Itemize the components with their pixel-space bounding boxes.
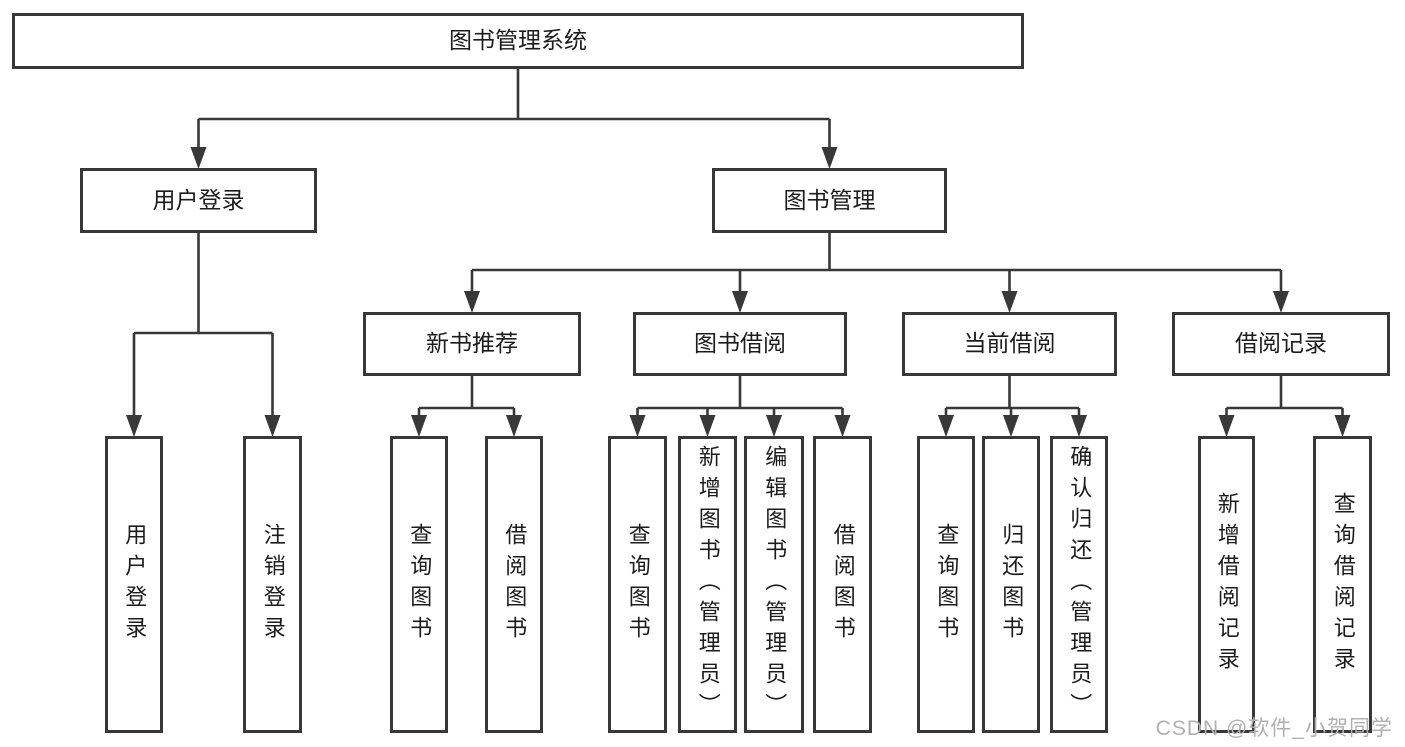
leaf-recommend-borrow-books-label: 借阅图书	[502, 522, 528, 647]
leaf-current-query-books-label: 查询图书	[934, 522, 960, 647]
node-current-borrowing: 当前借阅	[902, 312, 1117, 376]
leaf-recommend-borrow-books: 借阅图书	[485, 436, 543, 733]
connector-book-management-branch	[464, 233, 1289, 313]
node-library-system-label: 图书管理系统	[449, 27, 587, 54]
leaf-borrowing-query-books-label: 查询图书	[625, 522, 651, 647]
leaf-borrowing-add-books: 新增图书（管理员）	[678, 436, 737, 733]
leaf-borrowing-query-books: 查询图书	[608, 436, 667, 733]
leaf-recommend-query-books-label: 查询图书	[407, 522, 433, 647]
node-library-system: 图书管理系统	[12, 13, 1024, 69]
leaf-current-return-books-label: 归还图书	[999, 522, 1025, 647]
node-book-borrowing-label: 图书借阅	[694, 330, 786, 357]
node-new-book-recommend: 新书推荐	[363, 312, 581, 376]
node-current-borrowing-label: 当前借阅	[963, 330, 1056, 357]
leaf-borrowing-borrow-books-label: 借阅图书	[830, 522, 856, 647]
leaf-current-confirm-return: 确认归还（管理员）	[1050, 436, 1108, 733]
leaf-records-add-record: 新增借阅记录	[1198, 436, 1255, 733]
node-book-borrowing: 图书借阅	[633, 312, 847, 376]
leaf-borrowing-edit-books-label: 编辑图书（管理员）	[762, 445, 788, 724]
leaf-logout-label: 注销登录	[260, 522, 286, 647]
leaf-records-add-record-label: 新增借阅记录	[1214, 491, 1240, 678]
leaf-recommend-query-books: 查询图书	[390, 436, 448, 733]
leaf-borrowing-add-books-label: 新增图书（管理员）	[695, 445, 721, 724]
node-new-book-recommend-label: 新书推荐	[426, 330, 518, 357]
connector-user-login-branch	[126, 233, 281, 437]
leaf-borrowing-borrow-books: 借阅图书	[813, 436, 872, 733]
leaf-user-login: 用户登录	[105, 436, 163, 733]
connector-borrowing-records-branch	[1218, 376, 1351, 437]
node-book-management-label: 图书管理	[783, 186, 876, 213]
node-user-login: 用户登录	[80, 168, 317, 233]
leaf-borrowing-edit-books: 编辑图书（管理员）	[744, 436, 804, 733]
node-book-management: 图书管理	[712, 168, 947, 233]
leaf-logout: 注销登录	[243, 436, 302, 733]
leaf-current-return-books: 归还图书	[982, 436, 1040, 733]
leaf-current-confirm-return-label: 确认归还（管理员）	[1067, 445, 1093, 724]
connector-root-to-level2	[190, 69, 838, 169]
leaf-current-query-books: 查询图书	[917, 436, 975, 733]
connector-book-borrowing-branch	[629, 376, 851, 437]
leaf-records-query-record-label: 查询借阅记录	[1330, 491, 1356, 678]
leaf-user-login-label: 用户登录	[122, 522, 148, 647]
leaf-records-query-record: 查询借阅记录	[1313, 436, 1372, 733]
node-borrowing-records: 借阅记录	[1172, 312, 1390, 376]
node-borrowing-records-label: 借阅记录	[1235, 330, 1327, 357]
csdn-watermark: CSDN @软件_小贺同学	[1155, 717, 1393, 740]
connector-new-book-recommend-branch	[411, 376, 522, 437]
node-user-login-label: 用户登录	[152, 186, 245, 213]
connector-current-borrowing-branch	[938, 376, 1087, 437]
